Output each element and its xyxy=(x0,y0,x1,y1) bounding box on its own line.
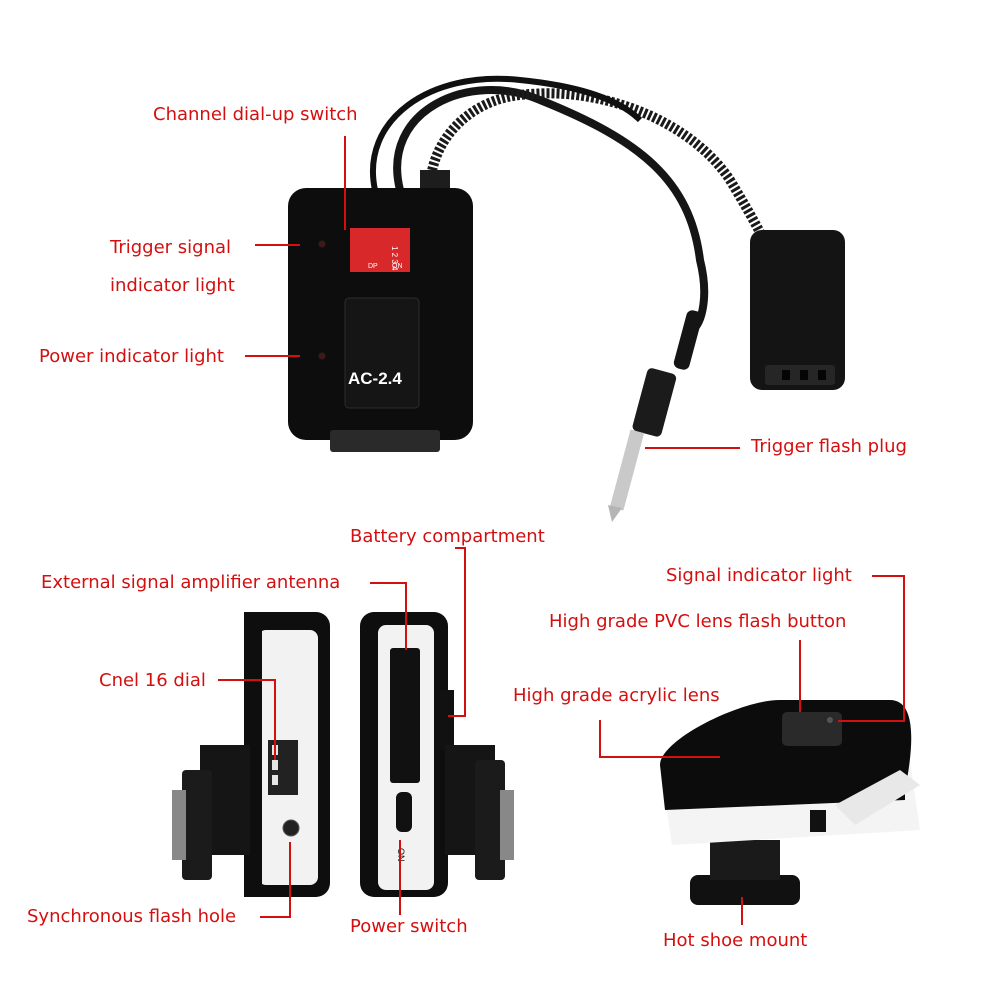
dip-dp-label: DP xyxy=(368,263,378,270)
front-panel xyxy=(344,297,420,409)
sync-hole-label: Synchronous flash hole xyxy=(27,906,237,927)
trigger-indicator-led xyxy=(318,240,326,248)
power-switch-slider xyxy=(396,792,412,832)
transmitter-top xyxy=(660,700,912,810)
leader-lines xyxy=(218,136,905,925)
power-indicator-label: Power indicator light xyxy=(39,346,224,367)
power-switch-label: Power switch xyxy=(350,916,468,937)
antenna-label: External signal amplifier antenna xyxy=(41,572,341,593)
side-unit-right: ON xyxy=(360,612,514,897)
coiled-cable xyxy=(425,88,775,261)
side-unit-left xyxy=(172,612,330,897)
trigger-plug-cable xyxy=(673,310,703,370)
power-connector xyxy=(750,230,845,390)
receiver-unit: 1 2 3 4 DP ON AC-2.4 xyxy=(288,75,845,522)
sync-hole xyxy=(282,819,300,837)
channel-switch-label: Channel dial-up switch xyxy=(153,104,358,125)
flash-button xyxy=(782,712,842,746)
dip-on-label: ON xyxy=(392,263,403,270)
hot-shoe-label: Hot shoe mount xyxy=(663,930,808,951)
battery-label: Battery compartment xyxy=(350,526,545,547)
transmitter-unit xyxy=(660,700,920,905)
pvc-button-label: High grade PVC lens flash button xyxy=(549,611,847,632)
trigger-indicator-label-2: indicator light xyxy=(110,275,235,296)
dial-label: Cnel 16 dial xyxy=(99,670,206,691)
signal-light-label: Signal indicator light xyxy=(666,565,852,586)
straight-cable xyxy=(393,86,709,334)
dip-numbers: 1 2 3 4 xyxy=(390,246,399,271)
model-label: AC-2.4 xyxy=(348,369,402,388)
power-indicator-led xyxy=(318,352,326,360)
trigger-plug-label: Trigger flash plug xyxy=(751,436,907,457)
acrylic-lens-label: High grade acrylic lens xyxy=(513,685,720,706)
trigger-indicator-label-1: Trigger signal xyxy=(110,237,232,258)
signal-led xyxy=(827,717,833,723)
dip-switch xyxy=(350,228,410,272)
